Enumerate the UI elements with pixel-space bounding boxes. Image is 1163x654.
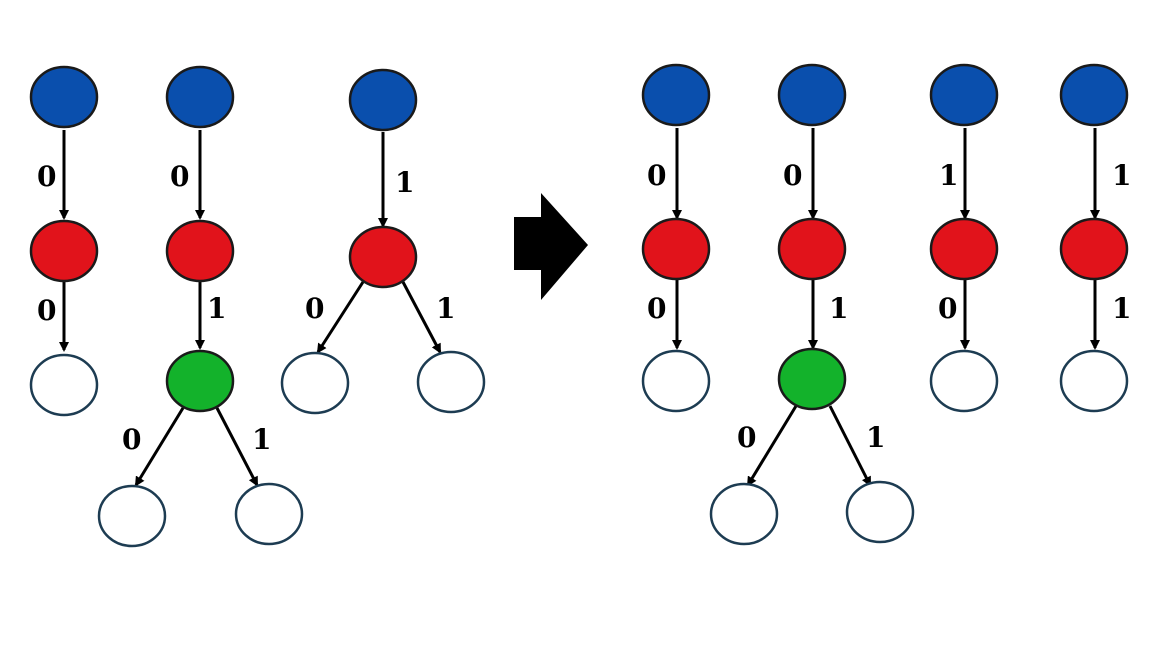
right-tree-1: 0 0: [641, 63, 711, 413]
red-node: [641, 217, 711, 281]
blue-node: [929, 63, 999, 127]
edge-label: 1: [252, 423, 271, 456]
left-tree-3: 1 0 1: [280, 68, 486, 415]
red-node: [348, 225, 418, 289]
edge-label: 1: [1112, 292, 1131, 325]
right-tree-2: 0 1 0 1: [709, 63, 915, 546]
edge-label: 0: [938, 292, 957, 325]
leaf-node: [280, 351, 350, 415]
blue-node: [1059, 63, 1129, 127]
red-node: [929, 217, 999, 281]
leaf-node: [416, 350, 486, 414]
edge-label: 0: [783, 159, 802, 192]
leaf-node: [641, 349, 711, 413]
edge-label: 0: [647, 292, 666, 325]
left-tree-2: 0 1 0 1: [97, 65, 304, 548]
left-tree-1: 0 0: [29, 65, 99, 417]
right-tree-3: 1 0: [929, 63, 999, 413]
edge-label: 1: [829, 292, 848, 325]
edge: [215, 407, 259, 487]
edge: [746, 405, 798, 487]
leaf-node: [929, 349, 999, 413]
right-tree-4: 1 1: [1059, 63, 1131, 413]
leaf-node: [234, 482, 304, 546]
leaf-node: [845, 480, 915, 544]
blue-node: [29, 65, 99, 129]
right-arrow-icon: [514, 193, 588, 300]
edge-label: 0: [170, 160, 189, 193]
edge: [401, 281, 442, 354]
red-node: [29, 219, 99, 283]
edge-label: 0: [37, 294, 56, 327]
edge: [316, 281, 365, 354]
edge-label: 1: [939, 159, 958, 192]
edge-label: 1: [1112, 159, 1131, 192]
edge-label: 1: [866, 421, 885, 454]
blue-node: [777, 63, 847, 127]
edge: [134, 407, 185, 487]
edge-label: 0: [647, 159, 666, 192]
leaf-node: [29, 353, 99, 417]
edge-label: 1: [436, 292, 455, 325]
edge: [828, 405, 872, 487]
leaf-node: [1059, 349, 1129, 413]
blue-node: [165, 65, 235, 129]
edge-label: 0: [37, 160, 56, 193]
right-forest: 0 0 0 1 0 1 1 0: [641, 63, 1131, 546]
green-node: [777, 347, 847, 411]
edge-label: 0: [122, 423, 141, 456]
edge-label: 0: [737, 421, 756, 454]
red-node: [777, 217, 847, 281]
green-node: [165, 349, 235, 413]
red-node: [1059, 217, 1129, 281]
left-forest: 0 0 0 1 0 1 1: [29, 65, 486, 548]
edge-label: 1: [395, 166, 414, 199]
blue-node: [641, 63, 711, 127]
edge-label: 0: [305, 292, 324, 325]
edge-label: 1: [207, 292, 226, 325]
blue-node: [348, 68, 418, 132]
red-node: [165, 219, 235, 283]
leaf-node: [97, 484, 167, 548]
leaf-node: [709, 482, 779, 546]
